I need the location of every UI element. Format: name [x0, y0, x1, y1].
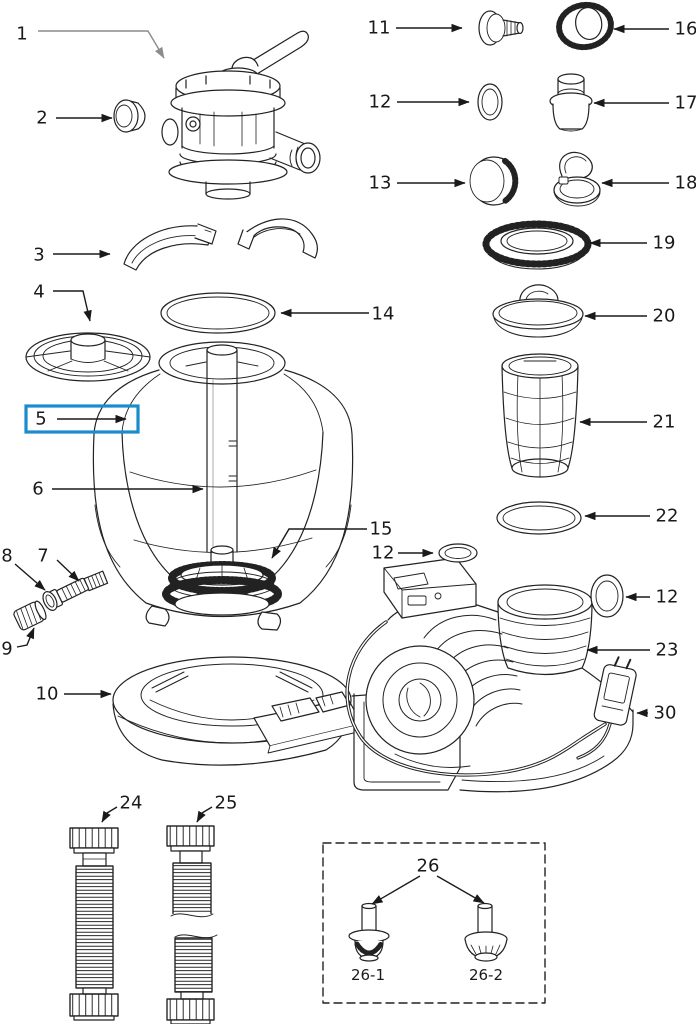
- callout-label-26-1: 26-1: [351, 966, 385, 984]
- callout-label-26-2: 26-2: [469, 966, 503, 984]
- pressure-gauge-plug-drawing: [113, 99, 146, 133]
- callout-leader-26-arrow-right: [436, 875, 485, 904]
- callout-label-9: 9: [1, 639, 12, 660]
- callout-label-14: 14: [372, 304, 395, 325]
- pot-oring-drawing: [496, 501, 582, 535]
- tank-oring-drawing: [160, 292, 276, 334]
- callout-layer: 1234567891011121314151216171819202122122…: [1, 18, 696, 985]
- callout-leader-25: [196, 806, 213, 823]
- oring-small-b-drawing: [438, 543, 478, 563]
- filter-tank-drawing: [83, 341, 354, 631]
- callout-label-12c: 12: [656, 587, 679, 608]
- drain-valve-cap-drawing: [553, 151, 601, 207]
- hose-adapter-drawing: [478, 10, 524, 46]
- callout-leader-4: [53, 290, 92, 322]
- multiport-valve-drawing: [161, 30, 321, 200]
- adapter-fitting-drawing: [549, 73, 593, 132]
- callout-label-6: 6: [32, 479, 43, 500]
- callout-label-17: 17: [675, 93, 696, 114]
- oring-small-c-drawing: [590, 574, 624, 618]
- callout-label-10: 10: [36, 684, 59, 705]
- oring-small-a-drawing: [477, 83, 503, 121]
- strainer-basket-drawing: [501, 353, 579, 478]
- callout-label-24: 24: [120, 793, 143, 814]
- callout-leader-8: [14, 563, 46, 591]
- callout-label-4: 4: [33, 282, 44, 303]
- callout-label-8: 8: [1, 546, 12, 567]
- callout-label-16: 16: [675, 19, 696, 40]
- callout-label-26: 26: [417, 856, 440, 877]
- callout-label-5: 5: [35, 409, 46, 430]
- callout-label-21: 21: [653, 412, 676, 433]
- drain-plug-set-drawing: [13, 577, 89, 631]
- collar-nut-drawing: [556, 1, 614, 51]
- callout-label-2: 2: [36, 108, 47, 129]
- callout-label-12b: 12: [372, 543, 395, 564]
- callout-label-12a: 12: [369, 92, 392, 113]
- callout-leader-1: [38, 30, 165, 59]
- highlight-box-callout-5[interactable]: [24, 404, 140, 434]
- callout-label-7: 7: [37, 546, 48, 567]
- strainer-cover-drawing: [492, 284, 584, 338]
- clamp-ring-drawing: [123, 218, 318, 271]
- callout-label-25: 25: [215, 793, 238, 814]
- callout-label-15: 15: [370, 519, 393, 540]
- pump-drawing: [345, 557, 637, 793]
- hose-short-drawing: [69, 827, 119, 1021]
- callout-leader-24: [101, 806, 118, 823]
- tank-lid-drawing: [25, 332, 151, 382]
- callout-label-23: 23: [656, 640, 679, 661]
- callout-label-30: 30: [654, 703, 677, 724]
- threaded-cap-drawing: [469, 156, 519, 206]
- callout-label-18: 18: [675, 173, 696, 194]
- callout-label-1: 1: [16, 24, 27, 45]
- callout-label-20: 20: [653, 306, 676, 327]
- lock-ring-drawing: [482, 220, 592, 270]
- laterals-variants-inset-box: [322, 842, 546, 1004]
- callout-label-3: 3: [33, 245, 44, 266]
- callout-label-22: 22: [656, 506, 679, 527]
- lateral-nozzle-1-drawing: [348, 902, 390, 962]
- callout-leader-9: [16, 627, 35, 648]
- callout-leader-7: [56, 559, 80, 582]
- gfci-plug-drawing: [593, 656, 637, 726]
- filter-base-drawing: [112, 656, 363, 766]
- callout-leader-26-arrow-left: [371, 875, 421, 905]
- callout-label-13: 13: [369, 173, 392, 194]
- callout-label-19: 19: [653, 233, 676, 254]
- callout-leader-15: [271, 528, 367, 559]
- lateral-nozzle-2-drawing: [464, 902, 508, 962]
- hose-long-drawing: [166, 825, 218, 1024]
- callout-label-11: 11: [368, 18, 391, 39]
